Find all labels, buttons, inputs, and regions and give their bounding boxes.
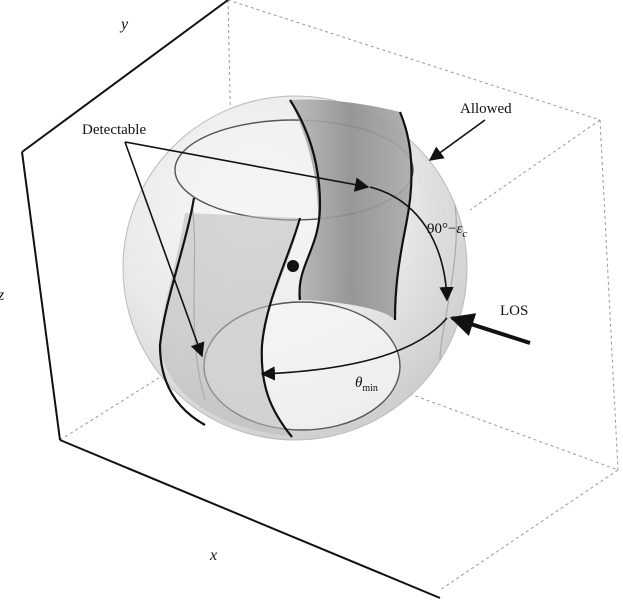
angle-sub: c bbox=[462, 228, 467, 240]
elevation-angle-label: 90°−εc bbox=[427, 221, 467, 240]
detectable-arrows bbox=[124, 141, 370, 358]
axis-label-x: x bbox=[209, 547, 217, 564]
theta-symbol: θ bbox=[355, 375, 363, 391]
axis-label-z: z bbox=[0, 287, 5, 304]
angle-base: 90°− bbox=[427, 221, 456, 237]
front-box bbox=[21, 0, 441, 599]
theta-min-label: θmin bbox=[355, 375, 378, 394]
allowed-arrow bbox=[428, 119, 486, 161]
right-band bbox=[290, 99, 412, 320]
center-dot bbox=[287, 260, 299, 272]
elevation-arc bbox=[369, 186, 454, 302]
angle-symbol: ε bbox=[456, 221, 462, 237]
band-boundaries bbox=[158, 99, 413, 438]
theta-sub: min bbox=[362, 383, 378, 394]
los-arrow bbox=[449, 313, 531, 345]
detectable-label: Detectable bbox=[82, 122, 146, 138]
left-band bbox=[160, 213, 300, 436]
allowed-label: Allowed bbox=[460, 101, 512, 117]
axis-label-y: y bbox=[119, 16, 129, 33]
theta-min-arc bbox=[260, 317, 448, 381]
los-label: LOS bbox=[500, 303, 528, 319]
